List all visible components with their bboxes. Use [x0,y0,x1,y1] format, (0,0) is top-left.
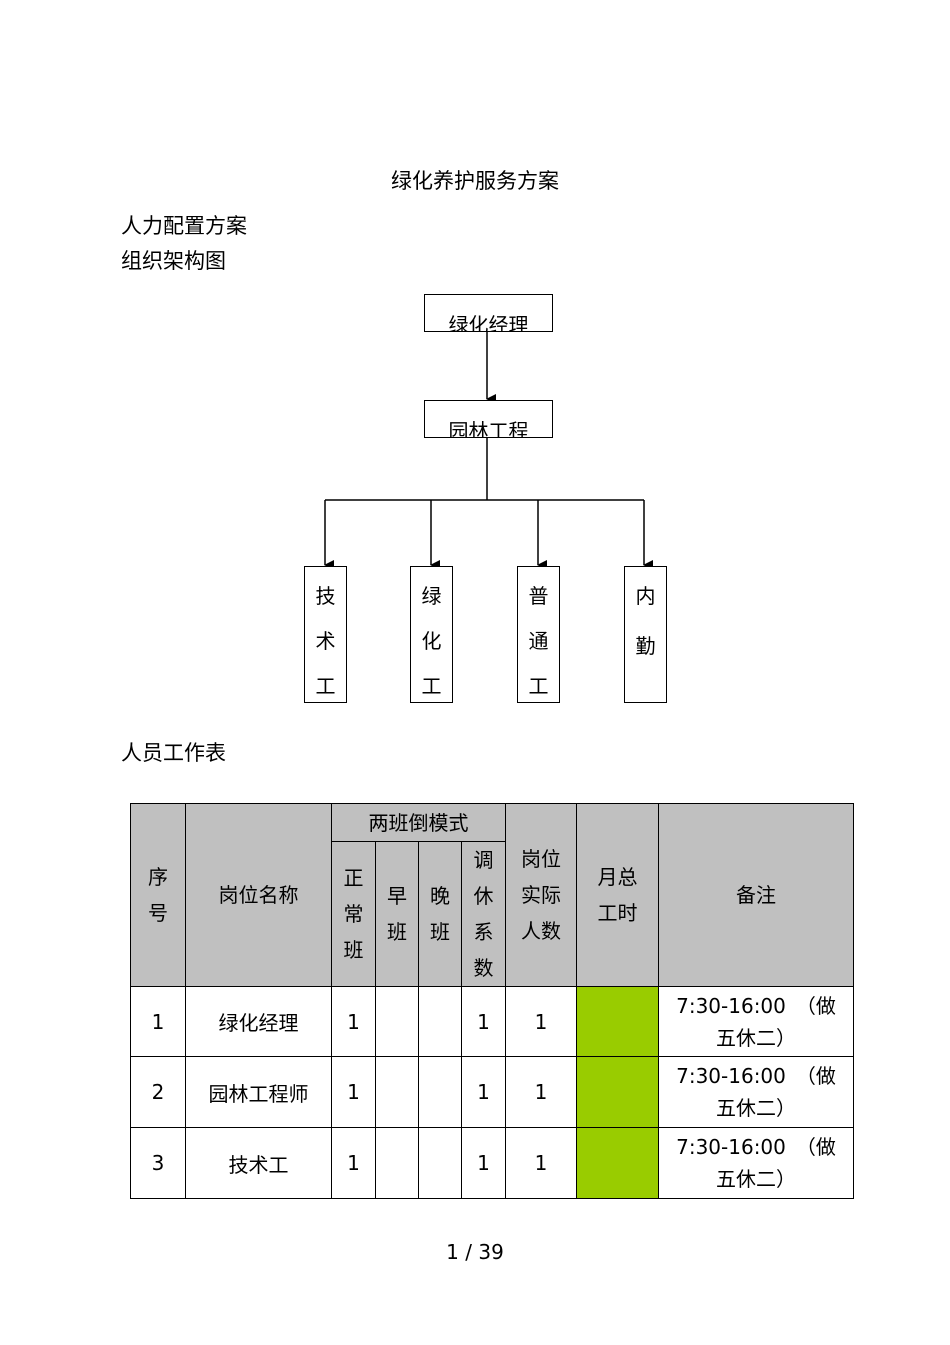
cell-rest-coef: 1 [461,1127,506,1199]
cell-rest-coef: 1 [461,986,506,1057]
header-early-shift: 早班 [375,841,419,987]
cell-rest-coef: 1 [461,1056,506,1128]
org-node-manager: 绿化经理 [424,294,553,332]
cell-late [418,986,462,1057]
cell-late [418,1056,462,1128]
header-shift-group: 两班倒模式 [331,803,506,842]
org-node-char: 技 [315,584,336,608]
header-rest-coefficient: 调休系数 [461,841,506,987]
table-row: 1 绿化经理 1 1 1 7:30-16:00 （做五休二） [130,986,854,1057]
header-late-shift: 晚班 [418,841,462,987]
staff-table: 序号 岗位名称 两班倒模式 岗位实际人数 月总工时 备注 正常班 早班 晚班 调 [130,803,854,1199]
cell-early [375,986,419,1057]
org-node-engineering-label: 园林工程 [448,419,529,438]
cell-normal: 1 [331,1127,376,1199]
org-node-general-worker: 普 通 工 [517,566,560,703]
org-node-char: 术 [315,629,336,653]
org-node-char: 内 [635,584,656,608]
page-number: 1 / 39 [446,1240,504,1264]
org-node-char: 工 [315,674,336,698]
cell-note: 7:30-16:00 （做五休二） [658,1127,854,1199]
header-position: 岗位名称 [185,803,332,987]
cell-note: 7:30-16:00 （做五休二） [658,986,854,1057]
table-heading: 人员工作表 [121,741,226,765]
header-monthly-hours: 月总工时 [576,803,659,987]
org-node-char: 勤 [635,634,656,658]
org-node-office-staff: 内 勤 [624,566,667,703]
org-node-char: 工 [528,674,549,698]
cell-actual-count: 1 [505,986,577,1057]
org-node-engineering: 园林工程 [424,400,553,438]
org-node-greening-worker: 绿 化 工 [410,566,453,703]
cell-actual-count: 1 [505,1056,577,1128]
cell-position: 绿化经理 [185,986,332,1057]
cell-monthly-hours [576,986,659,1057]
cell-index: 1 [130,986,186,1057]
org-node-char: 普 [528,584,549,608]
cell-position: 园林工程师 [185,1056,332,1128]
cell-normal: 1 [331,1056,376,1128]
cell-late [418,1127,462,1199]
cell-early [375,1056,419,1128]
header-actual-count: 岗位实际人数 [505,803,577,987]
cell-index: 3 [130,1127,186,1199]
org-node-manager-label: 绿化经理 [448,313,529,332]
table-row: 2 园林工程师 1 1 1 7:30-16:00 （做五休二） [130,1056,854,1128]
org-node-char: 工 [421,674,442,698]
org-node-char: 通 [528,629,549,653]
org-chart-heading: 组织架构图 [121,249,226,273]
cell-monthly-hours [576,1056,659,1128]
org-node-technician: 技 术 工 [304,566,347,703]
org-node-char: 绿 [421,584,442,608]
cell-monthly-hours [576,1127,659,1199]
cell-position: 技术工 [185,1127,332,1199]
org-chart-connectors [324,331,653,570]
header-normal-shift: 正常班 [331,841,376,987]
table-row: 3 技术工 1 1 1 7:30-16:00 （做五休二） [130,1127,854,1199]
cell-note: 7:30-16:00 （做五休二） [658,1056,854,1128]
cell-actual-count: 1 [505,1127,577,1199]
cell-normal: 1 [331,986,376,1057]
cell-index: 2 [130,1056,186,1128]
cell-early [375,1127,419,1199]
document-title: 绿化养护服务方案 [391,169,559,193]
header-notes: 备注 [658,803,854,987]
org-node-char: 化 [421,629,442,653]
header-index: 序号 [130,803,186,987]
section-heading: 人力配置方案 [121,214,247,238]
